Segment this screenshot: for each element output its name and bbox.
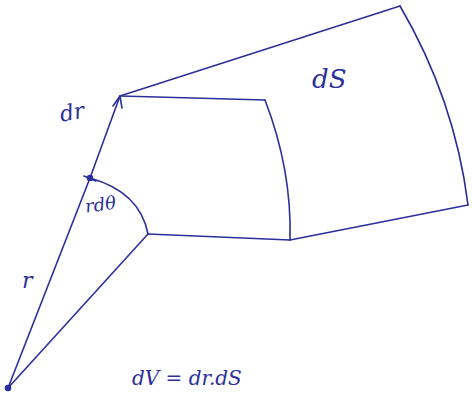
radial-line <box>8 234 148 388</box>
outer-edge <box>148 234 290 240</box>
outer-edge <box>120 96 265 100</box>
radial-line <box>8 178 90 388</box>
slab-edge <box>290 205 468 240</box>
math-label: dV = dr.dS <box>132 368 242 388</box>
math-label: dS <box>312 66 346 92</box>
point-dot <box>88 176 93 181</box>
slab-edge <box>120 6 400 96</box>
slab-edge <box>400 6 468 205</box>
math-label: dr <box>58 100 86 126</box>
arrow-head <box>113 96 122 108</box>
dr-arrow <box>90 96 120 178</box>
outer-arc <box>265 100 290 240</box>
math-label: rdθ <box>84 194 117 216</box>
origin-dot <box>6 386 11 391</box>
math-label: r <box>22 270 33 292</box>
